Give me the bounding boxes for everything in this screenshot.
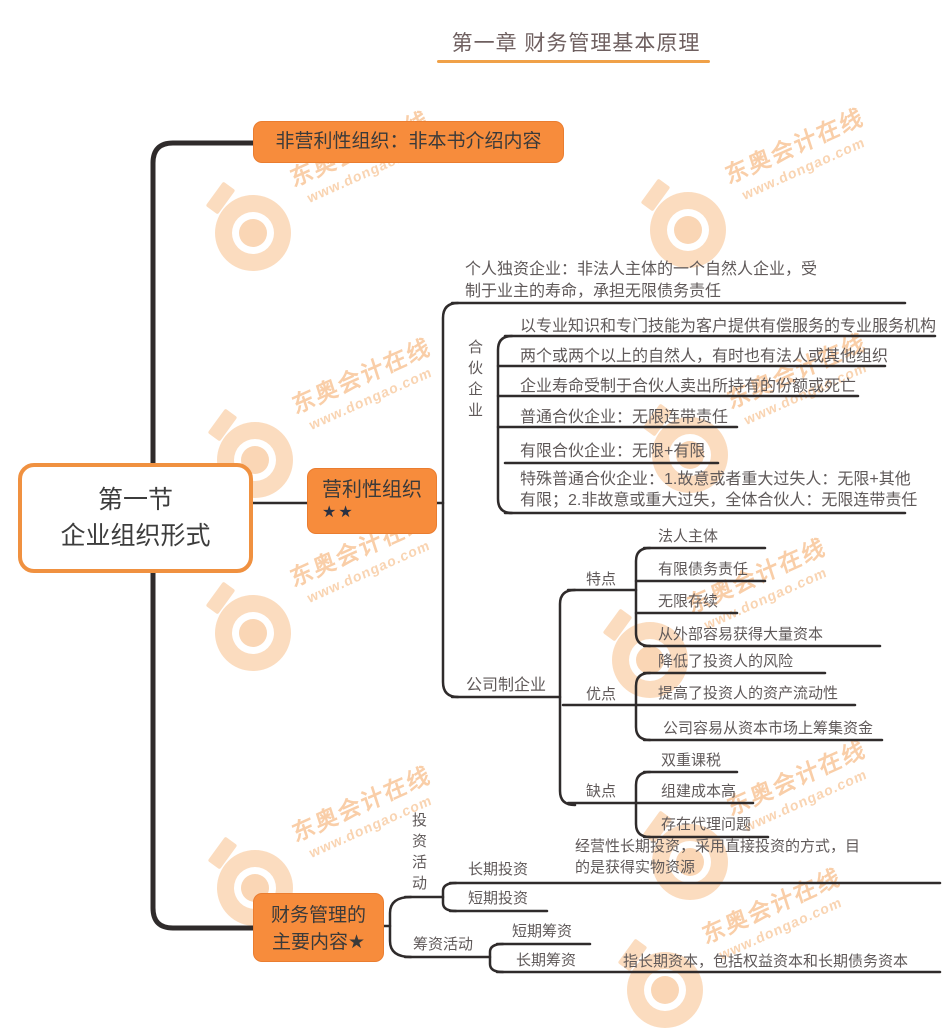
leaf-disadvantage-item: 组建成本高 [661,783,737,800]
title-underline [437,60,710,63]
root-line2: 企业组织形式 [60,522,211,550]
leaf-disadvantage-item: 存在代理问题 [661,816,752,833]
features-bracket [634,546,652,648]
label-corporate: 公司制企业 [466,677,547,694]
root-line1: 第一节 [97,486,173,514]
label-investing: 投资活动 [410,812,427,896]
investing-bracket [441,881,458,913]
leaf-advantage-item: 提高了投资人的资产流动性 [658,685,839,702]
mindmap-page: { "page": { "title": "第一章 财务管理基本原理" }, "… [18,32,942,1028]
disadvantages-bracket [634,770,652,839]
leaf-long-investment-desc: 经营性长期投资，采用直接投资的方式，目 的是获得实物资源 [575,838,861,876]
leaf-partnership-item: 以专业知识和专门技能为客户提供有偿服务的专业服务机构 [520,318,937,335]
label-advantages: 优点 [586,686,617,703]
corporate-bracket [558,588,577,807]
page-title: 第一章 财务管理基本原理 [451,32,701,55]
label-partnership: 合伙企业 [466,339,483,423]
label-features: 特点 [586,571,617,588]
leaf-short-financing: 短期筹资 [512,923,573,940]
leaf-short-investment: 短期投资 [468,890,529,907]
label-financing: 筹资活动 [413,936,474,953]
advantages-bracket [634,671,652,742]
leaf-feature-item: 有限债务责任 [658,561,749,578]
node-content: 财务管理的 主要内容★ [253,893,384,962]
leaf-partnership-item: 两个或两个以上的自然人，有时也有法人或其他组织 [520,348,889,365]
leaf-long-investment: 长期投资 [468,861,529,878]
node-profit: 营利性组织 ★★ [307,468,437,534]
node-nonprofit: 非营利性组织：非本书介绍内容 [253,121,564,163]
leaf-partnership-special: 特殊普通合伙企业：1.故意或者重大过失人：无限+其他 有限；2.非故意或重大过失… [520,471,918,509]
leaf-long-financing: 长期筹资 [516,952,577,969]
connector-lines [150,140,942,974]
node-root: 第一节 企业组织形式 [18,463,253,573]
leaf-feature-item: 无限存续 [658,593,719,610]
leaf-advantage-item: 公司容易从资本市场上筹集资金 [663,720,874,737]
profit-bracket [441,301,460,699]
leaf-feature-item: 从外部容易获得大量资本 [658,626,824,643]
leaf-disadvantage-item: 双重课税 [661,752,722,769]
label-disadvantages: 缺点 [586,783,617,800]
leaf-partnership-item: 普通合伙企业：无限连带责任 [520,409,729,426]
profit-label: 营利性组织 [322,479,422,501]
financing-bracket [488,942,505,974]
leaf-feature-item: 法人主体 [658,528,719,545]
content-bracket [388,895,413,959]
content-line1: 财务管理的 [270,905,366,926]
leaf-advantage-item: 降低了投资人的风险 [658,653,794,670]
partnership-bracket [496,334,514,515]
profit-stars: ★★ [322,504,355,521]
content-line2: 主要内容★ [271,932,366,953]
leaf-partnership-item: 有限合伙企业：无限+有限 [520,443,706,460]
leaf-sole-proprietorship: 个人独资企业：非法人主体的一个自然人企业，受 制于业主的寿命，承担无限债务责任 [465,261,818,300]
leaf-long-financing-desc: 指长期资本，包括权益资本和长期债务资本 [623,953,909,970]
leaf-partnership-item: 企业寿命受制于合伙人卖出所持有的份额或死亡 [520,378,857,395]
